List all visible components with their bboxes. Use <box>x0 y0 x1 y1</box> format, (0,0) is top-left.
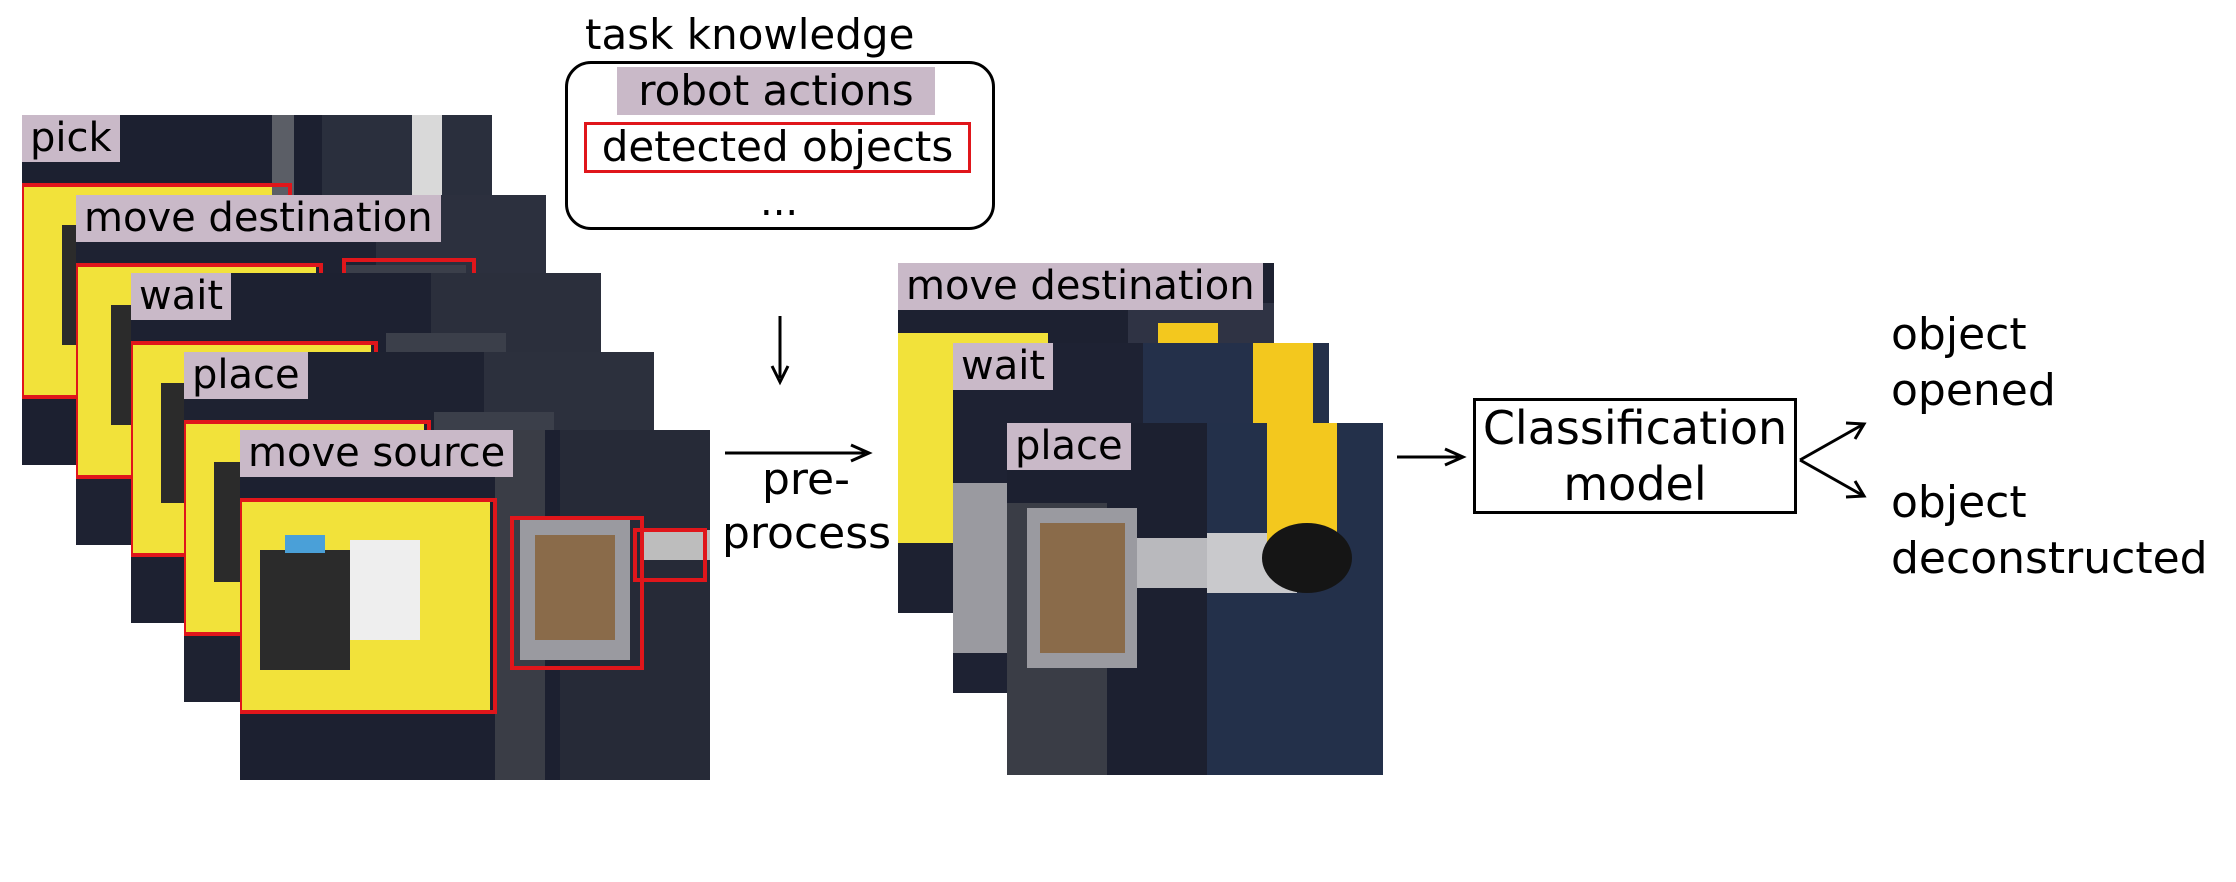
selected-tag-move-destination: move destination <box>898 263 1263 310</box>
action-tag-pick: pick <box>22 115 120 162</box>
output-opened-line1: object <box>1891 309 2027 360</box>
classification-model-box: Classification model <box>1473 398 1797 514</box>
output-opened-line2: opened <box>1891 365 2056 416</box>
knowledge-item-ellipsis: ... <box>760 179 799 225</box>
selected-tag-wait: wait <box>953 343 1054 390</box>
action-tag-wait: wait <box>131 273 232 320</box>
output-deconstructed-line1: object <box>1891 477 2027 528</box>
classification-model-line2: model <box>1563 457 1707 511</box>
knowledge-item-detected-objects: detected objects <box>584 122 971 173</box>
preprocess-label-line2: process <box>722 508 892 559</box>
selected-tag-place: place <box>1007 423 1131 470</box>
preprocess-label-line1: pre- <box>762 454 850 505</box>
classifier-input-arrow <box>1397 447 1467 467</box>
preprocess-arrow <box>725 443 873 463</box>
output-branch-arrows <box>1799 421 1867 499</box>
knowledge-down-arrow <box>770 316 790 386</box>
action-tag-move-source: move source <box>240 430 514 477</box>
output-deconstructed-line2: deconstructed <box>1891 533 2208 584</box>
selected-frame-place <box>1007 423 1383 775</box>
action-tag-move-destination: move destination <box>76 195 441 242</box>
input-frame-move-source <box>240 430 710 780</box>
task-knowledge-title: task knowledge <box>585 10 915 59</box>
action-tag-place: place <box>184 352 308 399</box>
classification-model-line1: Classification <box>1482 400 1788 455</box>
task-knowledge-box <box>565 61 995 230</box>
knowledge-item-robot-actions: robot actions <box>617 67 935 115</box>
